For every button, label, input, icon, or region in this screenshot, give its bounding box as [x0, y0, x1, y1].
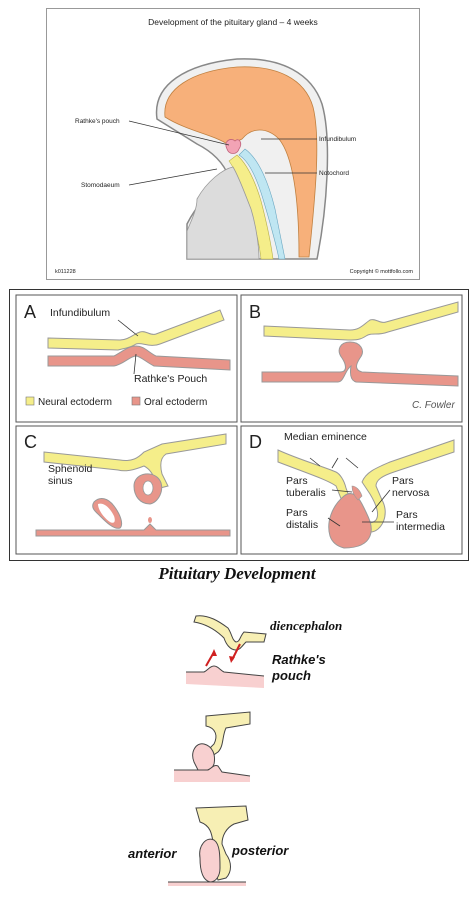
panel-d-pars-distalis-2: distalis: [286, 519, 318, 531]
panel-b-oral: [261, 341, 459, 387]
panel-d-median-eminence: Median eminence: [284, 431, 367, 443]
panel-b-letter: B: [249, 302, 261, 322]
panel-a-leader-rathkes: [133, 353, 137, 375]
panel-c-letter: C: [24, 432, 37, 452]
panel-c-sphenoid-1: Sphenoid: [48, 463, 93, 475]
brain-region: [164, 66, 318, 258]
panel-b-neural: [263, 301, 459, 341]
panel-b-signature: C. Fowler: [412, 400, 455, 411]
panel-a-leader-infundibulum: [117, 319, 139, 337]
panel-d-pars-nervosa-2: nervosa: [392, 487, 430, 499]
panel-c-neural: [43, 433, 227, 489]
stage2-oral: [174, 765, 250, 782]
panel-d-leader-me-1: [309, 457, 321, 467]
label-rathkes-2: pouch: [271, 668, 311, 683]
panel-d-pars-distalis: [328, 493, 372, 549]
panel-c-oral-floor: [35, 523, 231, 537]
top-figure: Development of the pituitary gland – 4 w…: [46, 8, 420, 280]
label-posterior: posterior: [231, 843, 289, 858]
panel-d-leader-nervosa: [371, 489, 391, 513]
label-rathkes-1: Rathke's: [272, 652, 326, 667]
panel-c-sinus-lumen: [98, 503, 115, 523]
label-infundibulum: Infundibulum: [319, 136, 356, 143]
copyright: Copyright © mottfollo.com: [350, 268, 414, 275]
pituitary-panels-diagram: A Infundibulum Rathke's Pouch Neural ect…: [15, 294, 463, 555]
panel-d-leader-distalis: [327, 517, 341, 527]
notochord-layer: [238, 148, 286, 260]
panel-a-letter: A: [24, 302, 36, 322]
panel-figure: A Infundibulum Rathke's Pouch Neural ect…: [9, 289, 469, 561]
label-anterior: anterior: [128, 846, 177, 861]
embryo-sagittal-diagram: Development of the pituitary gland – 4 w…: [55, 17, 414, 275]
panel-a-rathkes: Rathke's Pouch: [134, 373, 207, 385]
label-diencephalon: diencephalon: [270, 618, 342, 633]
panel-d-pars-intermedia-2: intermedia: [396, 521, 445, 533]
figure-caption: Pituitary Development: [158, 564, 316, 583]
panel-d-pars-distalis-1: Pars: [286, 507, 308, 519]
leader-stomodaeum: [128, 168, 218, 186]
panel-d-leader-me-3: [345, 457, 359, 469]
panel-d-leader-me-2: [331, 457, 339, 469]
panel-c: [15, 425, 238, 555]
face-region: [186, 166, 260, 260]
stage2-oral-line: [174, 765, 251, 777]
stage1-arrowhead-down: [229, 656, 235, 663]
panel-c-sphenoid-2: sinus: [48, 475, 73, 487]
rathkes-pouch-shape: [225, 139, 242, 154]
label-rathkes-pouch: Rathke's pouch: [75, 118, 120, 125]
stage1-arrowhead-up: [211, 649, 217, 656]
leader-rathkes: [128, 120, 230, 146]
stage1-oral-line: [186, 665, 265, 677]
legend-oral-label: Oral ectoderm: [144, 397, 207, 408]
legend-neural-label: Neural ectoderm: [38, 397, 112, 408]
panel-b: [240, 294, 463, 423]
top-figure-title: Development of the pituitary gland – 4 w…: [148, 17, 318, 27]
bottom-figure: diencephalon Rathke's pouch anterior pos…: [0, 600, 474, 896]
panel-a: [15, 294, 238, 423]
label-stomodaeum: Stomodaeum: [81, 182, 120, 189]
panel-d-pars-nervosa-1: Pars: [392, 475, 414, 487]
pouch-stages-diagram: diencephalon Rathke's pouch anterior pos…: [128, 615, 342, 886]
panel-c-stalk-remnant: [148, 517, 152, 523]
legend-oral-swatch: [131, 396, 141, 406]
panel-d-pars-intermedia-1: Pars: [396, 509, 418, 521]
panel-d-pars-tuberalis-2: tuberalis: [286, 487, 326, 499]
panel-d-pars-tuberalis-1: Pars: [286, 475, 308, 487]
panel-d-leader-tuberalis: [331, 489, 353, 493]
stage1-diencephalon: [193, 615, 267, 651]
panel-c-pouch-lumen: [142, 480, 154, 496]
panel-d-pars-tuberalis: [351, 485, 363, 501]
panel-a-infundibulum: Infundibulum: [50, 307, 110, 319]
panel-d-letter: D: [249, 432, 262, 452]
image-id: k011228: [55, 269, 76, 275]
stage3-oral: [168, 882, 246, 886]
stage3-anterior-lobe: [199, 838, 221, 883]
stage1-oral: [186, 666, 264, 688]
panel-a-oral: [47, 345, 231, 371]
legend-neural-swatch: [25, 396, 35, 406]
label-notochord: Notochord: [319, 170, 349, 177]
panel-d: [240, 425, 463, 555]
stage3-diencephalon: [195, 805, 249, 881]
stage2-diencephalon: [205, 711, 251, 757]
